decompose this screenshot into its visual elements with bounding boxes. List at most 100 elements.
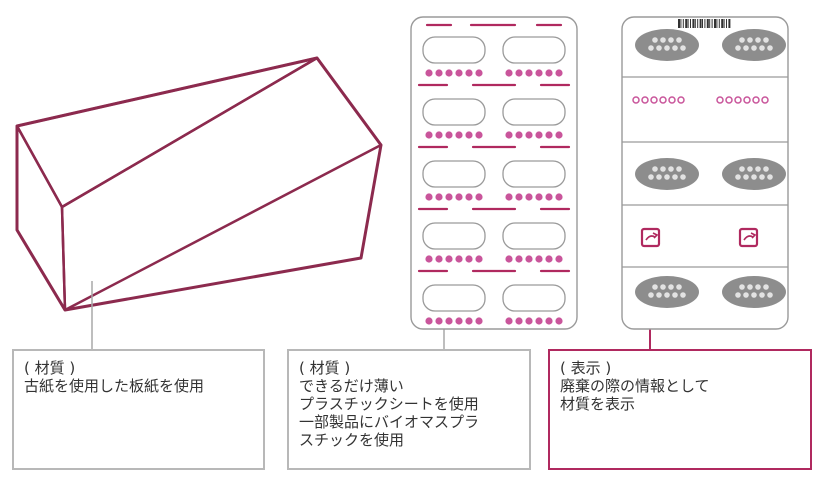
pill-dot [648, 45, 654, 51]
print-dot [525, 317, 533, 325]
blister-pocket [422, 160, 486, 188]
print-dot [435, 193, 443, 201]
barcode-bar [692, 19, 695, 28]
barcode-bar [690, 19, 691, 28]
pill-dot [656, 292, 662, 298]
blister-pocket [502, 36, 566, 64]
print-dot [545, 69, 553, 77]
blister-sheet-front [410, 16, 578, 330]
print-dot [445, 131, 453, 139]
barcode-bar [728, 19, 731, 28]
pill-dot [743, 292, 749, 298]
print-dot [475, 193, 483, 201]
print-dot [425, 317, 433, 325]
print-ring [650, 96, 658, 104]
print-dot [475, 69, 483, 77]
print-dot [535, 131, 543, 139]
pill-dot [735, 292, 741, 298]
barcode-bar [726, 19, 727, 28]
print-dot [445, 69, 453, 77]
blister-pocket [422, 36, 486, 64]
pill-dot [763, 166, 769, 172]
pill-dot [668, 37, 674, 43]
recycle-arrow [750, 232, 757, 239]
recycle-arrow [652, 232, 659, 239]
labeling-line-1: 廃棄の際の情報として [560, 377, 710, 395]
pill-dot [759, 45, 765, 51]
print-dot [555, 131, 563, 139]
print-dot [435, 69, 443, 77]
print-dot [505, 317, 513, 325]
pill-dot [676, 166, 682, 172]
print-dot [425, 131, 433, 139]
barcode-bar [697, 19, 699, 28]
print-dot [535, 69, 543, 77]
print-dot [425, 193, 433, 201]
pill-dot [747, 166, 753, 172]
print-dot [555, 193, 563, 201]
print-ring [761, 96, 769, 104]
labeling-label: ( 表示 ) 廃棄の際の情報として 材質を表示 [548, 349, 812, 470]
blister-pocket [502, 284, 566, 312]
pill-dot [735, 45, 741, 51]
blister-material-line-3: 一部製品にバイオマスプラ [299, 413, 480, 431]
box-material-label: ( 材質 ) 古紙を使用した板紙を使用 [12, 349, 265, 470]
barcode-bar [694, 19, 696, 28]
pill-oval [722, 276, 786, 308]
pill-dot [672, 292, 678, 298]
blister-material-line-4: スチックを使用 [299, 431, 405, 449]
pill-oval [722, 29, 786, 61]
print-ring [743, 96, 751, 104]
blister-back-outline [621, 16, 789, 330]
blister-pocket [422, 98, 486, 126]
labeling-heading: ( 表示 ) [560, 359, 612, 377]
print-dot [465, 131, 473, 139]
print-dot [435, 317, 443, 325]
print-dot [455, 193, 463, 201]
print-ring [632, 96, 640, 104]
print-dot [515, 69, 523, 77]
labeling-line-2: 材質を表示 [560, 395, 636, 413]
pill-dot [767, 174, 773, 180]
print-ring [725, 96, 733, 104]
pill-dot [660, 37, 666, 43]
pill-oval [635, 158, 699, 190]
print-dot [435, 131, 443, 139]
pill-dot [664, 174, 670, 180]
pill-dot [739, 37, 745, 43]
pill-dot [668, 284, 674, 290]
blister-material-label: ( 材質 ) できるだけ薄い プラスチックシートを使用 一部製品にバイオマスプラ… [287, 349, 531, 470]
print-ring [668, 96, 676, 104]
print-dot [455, 131, 463, 139]
barcode-bar [685, 19, 688, 28]
print-ring [659, 96, 667, 104]
recycle-frame [738, 227, 759, 248]
blister-sheet-back [621, 16, 789, 330]
print-dot [505, 193, 513, 201]
pill-dot [680, 292, 686, 298]
pill-dot [680, 174, 686, 180]
pill-dot [751, 292, 757, 298]
print-ring [641, 96, 649, 104]
recycle-stroke [743, 235, 754, 241]
print-dot [545, 131, 553, 139]
pill-oval [635, 29, 699, 61]
blister-pocket [422, 222, 486, 250]
barcode-bar [687, 19, 689, 28]
print-dot [465, 317, 473, 325]
print-dot [515, 131, 523, 139]
cardboard-box [15, 56, 383, 312]
recycle-frame [640, 227, 661, 248]
pill-dot [672, 174, 678, 180]
barcode-bar [680, 19, 682, 28]
print-dot [445, 317, 453, 325]
print-dot [555, 255, 563, 263]
barcode-bar [678, 19, 680, 28]
print-ring [752, 96, 760, 104]
blister-pocket [502, 222, 566, 250]
pill-dot [735, 174, 741, 180]
print-dot [465, 255, 473, 263]
print-dot [545, 317, 553, 325]
print-dot [425, 69, 433, 77]
blister-pocket [422, 284, 486, 312]
